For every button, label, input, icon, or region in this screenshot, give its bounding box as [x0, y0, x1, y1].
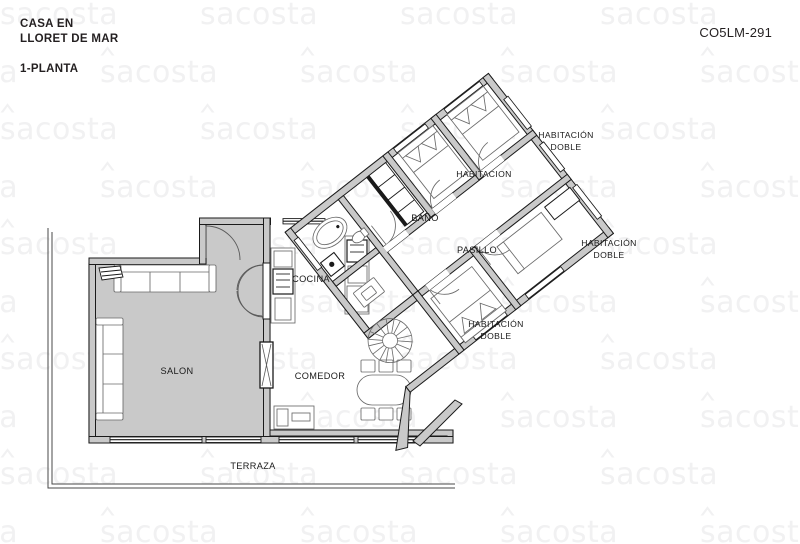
furniture-dorm-upper-1: [397, 125, 470, 200]
label-salon: SALON: [161, 366, 194, 376]
bed-2-pillow-right: [470, 94, 487, 112]
label-dorm3-line1: HABITACIÓN: [468, 319, 523, 329]
sofa-left: [95, 317, 124, 421]
hob-unit: [272, 268, 294, 295]
bed-1-sheet: [413, 145, 449, 173]
wing-south-tip: [395, 385, 411, 451]
furniture-bano: [312, 216, 385, 308]
bed-3-sheet: [449, 289, 491, 323]
label-comedor: COMEDOR: [295, 371, 345, 381]
bed-3-pillow-right: [479, 302, 497, 321]
label-dorm1-line1: HABITACIÓN: [538, 130, 593, 140]
bed-1-pillow-left: [404, 145, 422, 163]
doorframe-salon-comedor: [262, 262, 271, 320]
label-terraza: TERRAZA: [230, 461, 276, 471]
lower-cabinet-left: [274, 297, 292, 321]
corner-accent: [98, 265, 124, 281]
label-dorm1-line2: DOBLE: [551, 142, 582, 152]
wardrobe-far: [543, 186, 581, 221]
wall-dorm-upper-div2: [430, 113, 485, 181]
label-bano: BAÑO: [411, 213, 438, 223]
label-dorm2-line1: HABITACIÓN: [581, 238, 636, 248]
wall-bottom-terrace: [88, 436, 454, 444]
label-dorm2-line2: DOBLE: [594, 250, 625, 260]
toilet-tank: [359, 227, 370, 238]
reference-code: CO5LM-291: [699, 25, 772, 40]
wall-salon-left: [88, 257, 96, 444]
label-cocina: COCINA: [292, 274, 330, 284]
furniture-dorm-far-lower: [496, 186, 581, 275]
bed-1-pillow-right: [420, 132, 437, 151]
label-dorm3-line2: DOBLE: [481, 331, 512, 341]
wall-bano-divider: [331, 246, 381, 287]
furniture-comedor: [273, 359, 412, 430]
wall-dorm-lower-div: [468, 245, 522, 311]
title-line-2: LLORET DE MAR: [20, 32, 119, 45]
spiral-staircase: [367, 318, 413, 364]
single-bed-far-head: [496, 241, 525, 275]
door-habitacion-single: [371, 210, 396, 245]
corridor-door-openings: [383, 155, 505, 291]
dining-chairs-top: [360, 359, 412, 373]
angled-wing: [284, 72, 615, 451]
sink-unit: [273, 250, 293, 268]
page-title: CASA EN LLORET DE MAR: [20, 17, 118, 46]
floor-subtitle: 1-PLANTA: [20, 63, 79, 75]
sideboard: [273, 405, 315, 430]
wing-terrace-connector: [412, 399, 463, 447]
wall-salon-top: [88, 257, 207, 265]
dining-table: [356, 374, 412, 406]
wall-dorm-upper-div1: [382, 151, 437, 219]
furniture-dorm-lower: [430, 265, 507, 344]
bed-2-headboard: [446, 85, 489, 121]
title-line-1: CASA EN: [20, 18, 74, 30]
label-pasillo: PASILLO: [457, 245, 497, 255]
wall-cocina-top: [199, 217, 271, 225]
bathtub-drain: [336, 225, 340, 229]
furniture-habitacion-single: [366, 162, 425, 227]
label-habitacion: HABITACION: [456, 169, 511, 179]
bed-1-headboard: [397, 125, 438, 159]
bed-2-pillow-left: [453, 107, 470, 125]
furniture-dorm-upper-2: [446, 85, 520, 161]
bed-2-sheet: [462, 105, 499, 135]
bed-3-headboard: [460, 304, 507, 344]
wall-salon-comedor-divider: [263, 217, 271, 438]
wall-dorm-lower-left: [412, 290, 465, 355]
terrace-outline: [47, 228, 455, 489]
sofa-top: [113, 264, 217, 293]
opening-lower-divider: [259, 341, 274, 389]
shower-drain: [329, 261, 335, 267]
sink-basin: [360, 285, 377, 301]
wing-windows: [293, 80, 603, 341]
bed-3-pillow-left: [461, 316, 479, 335]
door-leaf-arc: [236, 264, 263, 317]
